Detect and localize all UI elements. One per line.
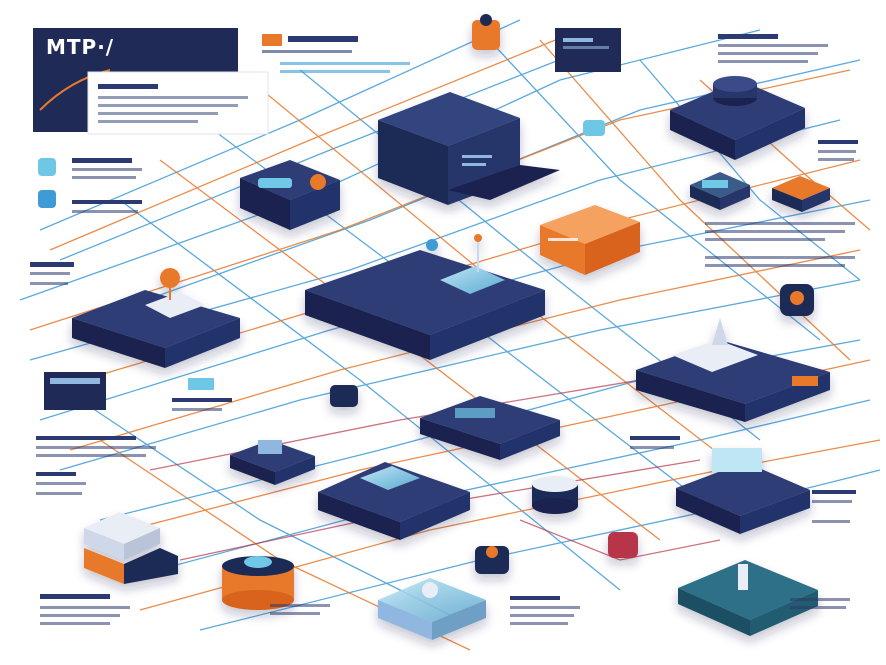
storage-stack-icon (540, 205, 640, 275)
text-blocks (30, 28, 858, 625)
storage-stack-icon (84, 512, 178, 584)
antenna-icon (636, 318, 830, 422)
antenna-icon (678, 560, 818, 636)
database-icon (670, 76, 805, 160)
database-icon (532, 476, 578, 514)
chip-icon (318, 462, 470, 540)
cloud-icon (305, 234, 545, 360)
top-heading-block (262, 34, 410, 73)
router-icon (230, 440, 315, 485)
cloud-icon (378, 578, 486, 640)
chip-icon (690, 172, 830, 212)
database-icon (222, 556, 294, 610)
title-panel: MTP·/ (33, 28, 269, 135)
page-title: MTP·/ (46, 35, 114, 59)
cpu-icon (420, 396, 560, 460)
router-icon (240, 160, 340, 230)
router-icon (330, 14, 814, 574)
server-node-icon (676, 448, 810, 534)
server-node-icon (72, 268, 240, 368)
server-node-icon (378, 92, 560, 205)
